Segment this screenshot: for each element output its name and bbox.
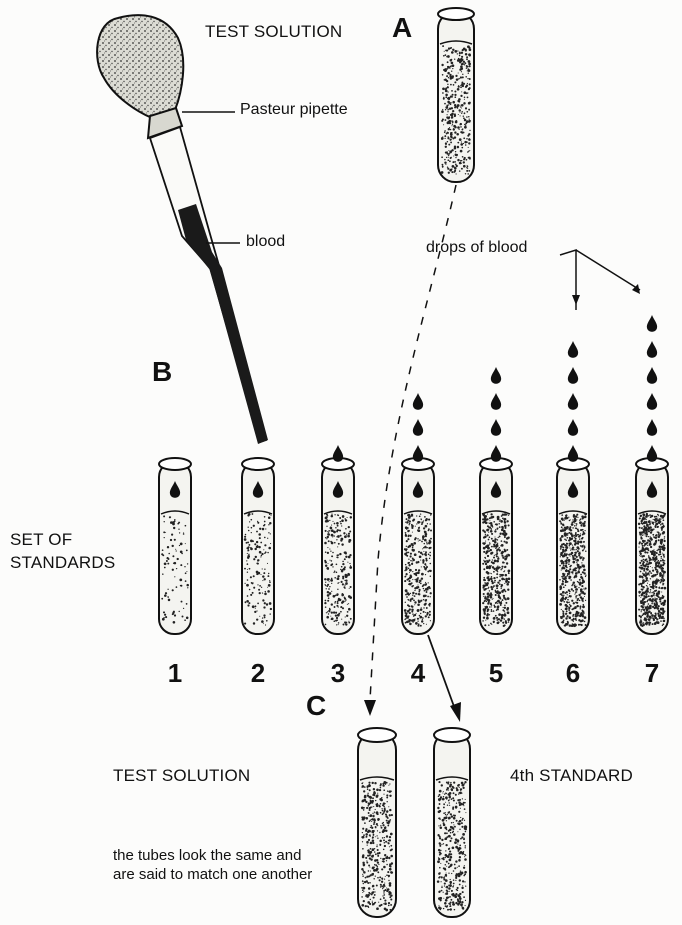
blood-drop [413, 419, 423, 436]
blood-drop [568, 341, 578, 358]
drops-pointer [560, 250, 640, 310]
drops-of-blood-label: drops of blood [426, 239, 527, 257]
test-solution-label-bottom: TEST SOLUTION [113, 766, 250, 786]
blood-drop [647, 419, 657, 436]
pasteur-pipette [97, 15, 268, 444]
standards-tubes [159, 315, 668, 634]
fourth-standard-label: 4th STANDARD [510, 766, 633, 786]
standard-tube-4 [402, 393, 434, 634]
standard-tube-5 [480, 367, 512, 634]
standard-tube-6 [557, 341, 589, 634]
tube-number-1: 1 [160, 658, 190, 689]
blood-drop [491, 445, 501, 462]
standard-tube-3 [322, 445, 354, 634]
set-of-label: SET OF [10, 530, 72, 550]
blood-drop [647, 393, 657, 410]
label-c: C [306, 690, 326, 722]
match-note: the tubes look the same and are said to … [113, 846, 313, 884]
tube-number-7: 7 [637, 658, 667, 689]
arrowhead-test [364, 700, 376, 716]
blood-drop [413, 393, 423, 410]
drops-pointer-heads [572, 284, 640, 305]
tube-number-2: 2 [243, 658, 273, 689]
tube-number-5: 5 [481, 658, 511, 689]
blood-drop [333, 445, 343, 462]
blood-drop [491, 419, 501, 436]
blood-drop [568, 393, 578, 410]
blood-drop [647, 445, 657, 462]
pasteur-pipette-label: Pasteur pipette [240, 101, 348, 119]
tube-c-test [358, 728, 396, 917]
blood-drop [647, 315, 657, 332]
tube-number-4: 4 [403, 658, 433, 689]
blood-drop [491, 367, 501, 384]
blood-drop [491, 393, 501, 410]
test-solution-label-top: TEST SOLUTION [205, 22, 342, 42]
tube-a [438, 8, 474, 182]
standards-label: STANDARDS [10, 553, 115, 573]
standard-tube-1 [159, 458, 191, 634]
arrowhead-4th [450, 702, 461, 722]
blood-label: blood [246, 233, 285, 251]
standard-tube-2 [242, 458, 274, 634]
blood-drop [647, 341, 657, 358]
tube-c-4th [434, 728, 470, 917]
pipette-bulb [97, 15, 183, 118]
standard-tube-7 [636, 315, 668, 634]
tube-number-6: 6 [558, 658, 588, 689]
label-b: B [152, 356, 172, 388]
blood-drop [413, 445, 423, 462]
blood-drop [568, 367, 578, 384]
blood-drop [647, 367, 657, 384]
tube-number-3: 3 [323, 658, 353, 689]
blood-drop [568, 445, 578, 462]
blood-drop [568, 419, 578, 436]
label-a: A [392, 12, 412, 44]
